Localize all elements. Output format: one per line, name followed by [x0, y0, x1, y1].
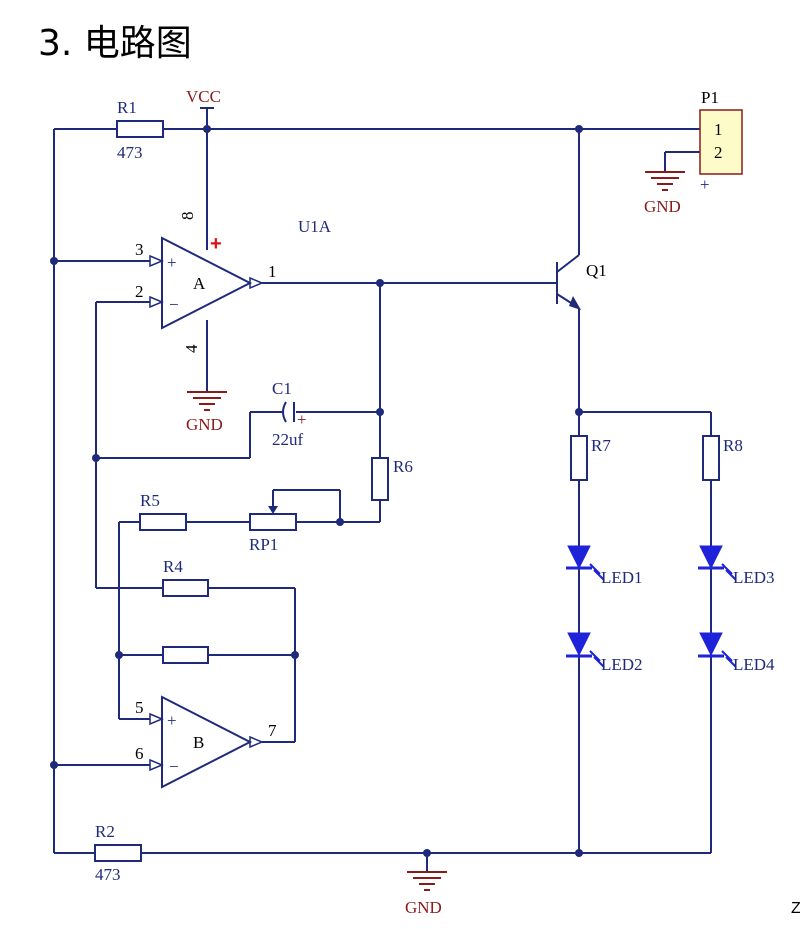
page-title: 3. 电路图: [38, 23, 192, 64]
pin6-label: 6: [135, 744, 144, 763]
p1-pin1: 1: [714, 120, 723, 139]
rp1-label: RP1: [249, 535, 278, 554]
resistor-r8: R8: [702, 435, 743, 481]
pin7-label: 7: [268, 721, 277, 740]
r7-label: R7: [591, 436, 611, 455]
p1-plus: +: [700, 175, 710, 194]
c1-label: C1: [272, 379, 292, 398]
led2-label: LED2: [601, 655, 643, 674]
opamp-a: + − A 3 2 1 8 4 +: [135, 212, 277, 354]
resistor-r5: R5: [139, 491, 187, 531]
r8-label: R8: [723, 436, 743, 455]
c1-value: 22uf: [272, 430, 304, 449]
opamp-b-minus: −: [169, 757, 179, 776]
led4-label: LED4: [733, 655, 775, 674]
ground-opamp: GND: [186, 391, 227, 434]
led3: LED3: [698, 545, 775, 587]
gnd-bottom-label: GND: [405, 898, 442, 917]
led3-label: LED3: [733, 568, 775, 587]
resistor-unlabeled: [162, 646, 209, 664]
gnd-opamp-label: GND: [186, 415, 223, 434]
pin4-label: 4: [182, 344, 201, 353]
transistor-q1: Q1: [556, 254, 607, 310]
pin5-label: 5: [135, 698, 144, 717]
connector-p1: P1 1 2 +: [699, 88, 743, 194]
p1-pin2: 2: [714, 143, 723, 162]
resistor-r7: R7: [570, 435, 611, 481]
led4: LED4: [698, 632, 775, 674]
pin3-label: 3: [135, 240, 144, 259]
vcc-label: VCC: [186, 87, 221, 106]
stray-character: Z: [791, 900, 800, 917]
resistor-r6: R6: [371, 457, 413, 501]
u1a-label: U1A: [298, 217, 332, 236]
pin2-label: 2: [135, 282, 144, 301]
r2-label: R2: [95, 822, 115, 841]
pin1-label: 1: [268, 262, 277, 281]
resistor-r4: R4: [162, 557, 209, 597]
led1: LED1: [566, 545, 643, 587]
q1-label: Q1: [586, 261, 607, 280]
r6-label: R6: [393, 457, 413, 476]
led1-label: LED1: [601, 568, 643, 587]
r1-value: 473: [117, 143, 143, 162]
junctions: [50, 125, 583, 857]
ground-p1: GND: [644, 171, 685, 216]
r1-label: R1: [117, 98, 137, 117]
r5-label: R5: [140, 491, 160, 510]
p1-label: P1: [701, 88, 719, 107]
resistor-r2: R2 473: [94, 822, 142, 884]
r4-label: R4: [163, 557, 183, 576]
potentiometer-rp1: RP1: [249, 506, 297, 554]
ground-bottom: GND: [405, 871, 447, 917]
c1-plus: +: [297, 410, 307, 429]
opamp-b: + − B 5 6 7: [135, 695, 277, 789]
r2-value: 473: [95, 865, 121, 884]
pin8-label: 8: [178, 212, 197, 221]
led2: LED2: [566, 632, 643, 674]
capacitor-c1: + C1 22uf: [272, 379, 307, 449]
opamp-a-label: A: [193, 274, 206, 293]
vcc-plus-marker: +: [210, 233, 222, 255]
wires: [53, 107, 712, 872]
gnd-p1-label: GND: [644, 197, 681, 216]
opamp-a-minus: −: [169, 295, 179, 314]
opamp-b-plus: +: [167, 711, 177, 730]
opamp-a-plus: +: [167, 253, 177, 272]
opamp-b-label: B: [193, 733, 204, 752]
resistor-r1: R1 473: [116, 98, 164, 162]
